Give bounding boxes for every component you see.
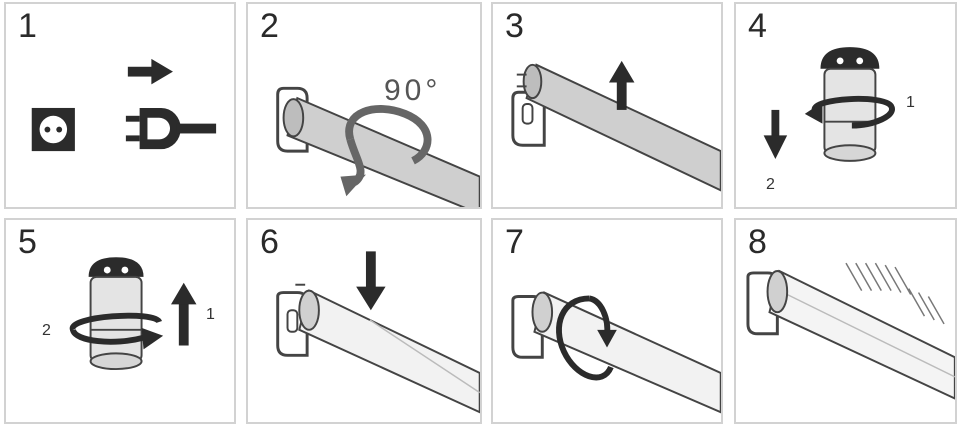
rotate-arrow-icon xyxy=(340,105,432,197)
step-panel-8: 8 xyxy=(734,218,957,424)
attach-end-cap-illustration xyxy=(70,257,197,371)
power-socket-icon xyxy=(31,107,75,152)
direction-label-1: 1 xyxy=(206,306,215,323)
arrow-down-icon xyxy=(356,251,386,311)
step-number: 8 xyxy=(748,223,767,261)
step-panel-3: 3 xyxy=(491,2,723,209)
arrow-right-icon xyxy=(127,58,173,85)
step-number: 7 xyxy=(505,223,524,261)
plug-icon xyxy=(125,107,217,150)
step-number: 6 xyxy=(260,223,279,261)
angle-label: 90° xyxy=(384,74,442,107)
step-panel-1: 1 xyxy=(4,2,236,209)
arrow-down-icon xyxy=(763,109,788,159)
lamp-on-illustration xyxy=(746,262,955,400)
rotate-arrow-icon xyxy=(70,312,164,350)
rotate-tube-illustration xyxy=(276,86,480,207)
step-panel-5: 5 1 2 xyxy=(4,218,236,424)
arrow-up-icon xyxy=(608,60,635,110)
step-panel-4: 4 1 2 xyxy=(734,2,957,209)
light-rays xyxy=(845,262,945,325)
arrow-up-icon xyxy=(170,282,197,346)
unplug-illustration xyxy=(31,58,217,152)
step-panel-2: 2 90° xyxy=(246,2,482,209)
rotate-tube-back-illustration xyxy=(511,291,721,414)
direction-label-1: 1 xyxy=(906,94,915,111)
step-number: 2 xyxy=(260,7,279,45)
remove-end-cap-illustration xyxy=(763,47,895,162)
step-number: 5 xyxy=(18,223,37,261)
step-number: 1 xyxy=(18,7,37,45)
direction-label-2: 2 xyxy=(42,322,51,339)
rotate-arrow-icon xyxy=(556,295,617,381)
rotate-arrow-icon xyxy=(804,95,895,129)
step-number: 4 xyxy=(748,7,767,45)
step-number: 3 xyxy=(505,7,524,45)
step-panel-7: 7 xyxy=(491,218,723,424)
direction-label-2: 2 xyxy=(766,176,775,193)
insert-tube-illustration xyxy=(276,251,480,414)
step-panel-6: 6 xyxy=(246,218,482,424)
lift-tube-illustration xyxy=(511,60,721,192)
